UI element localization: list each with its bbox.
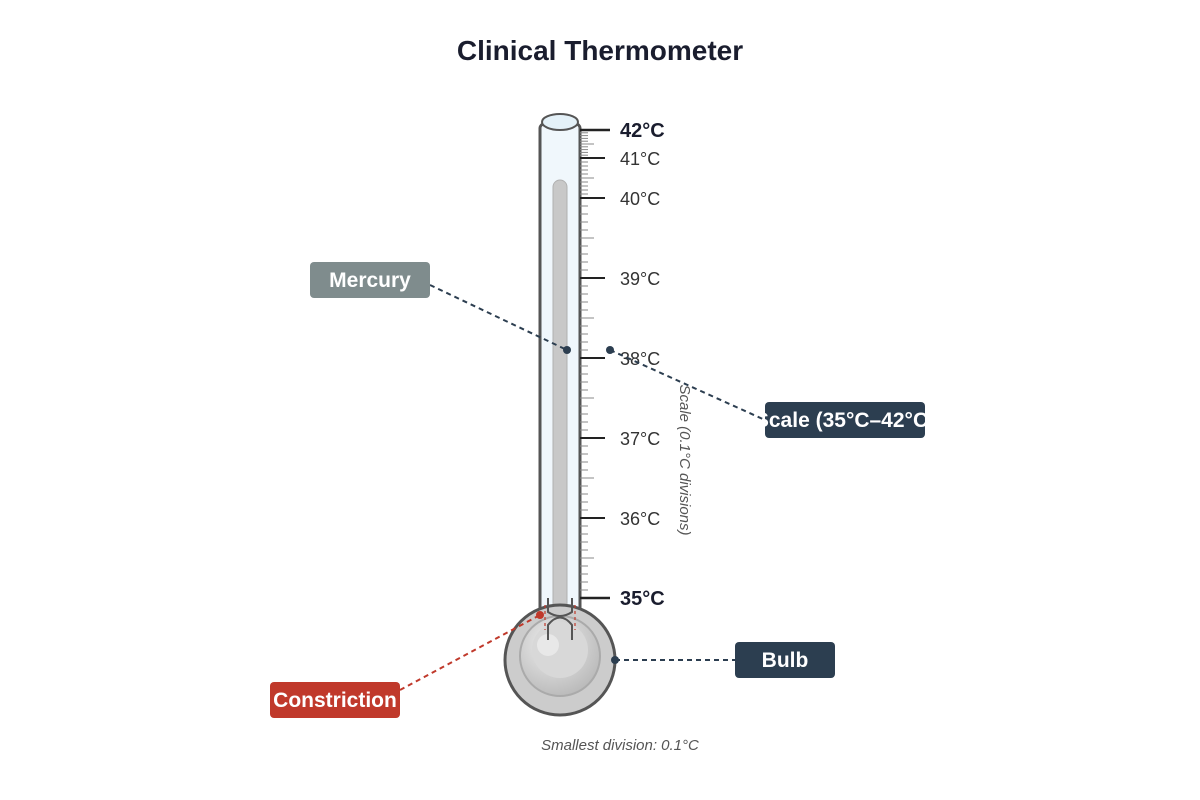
tube-cap — [541, 113, 579, 131]
callout-bulb-label: Bulb — [762, 649, 809, 672]
bulb-leader-dot — [611, 656, 619, 664]
callout-bulb: Bulb — [735, 642, 835, 678]
callout-scale-box — [765, 402, 925, 438]
scale-label-41: 41°C — [620, 149, 660, 169]
scale-labels: 42°C 41°C 40°C 39°C 38°C 37°C 36°C 35°C — [620, 120, 665, 610]
scale-label-38: 38°C — [620, 349, 660, 369]
callout-bulb-box — [735, 642, 835, 678]
callout-mercury: Mercury — [310, 262, 430, 298]
scale-label-39: 39°C — [620, 269, 660, 289]
callout-constriction-box — [270, 682, 400, 718]
scale-label-37: 37°C — [620, 429, 660, 449]
constriction-neck-top — [547, 598, 573, 617]
leader-lines — [399, 284, 766, 691]
constriction-leader-dot — [536, 611, 544, 619]
mercury-leader — [429, 284, 568, 351]
scale-label-42: 42°C — [620, 120, 665, 142]
mercury-column — [552, 179, 568, 621]
callout-mercury-label: Mercury — [329, 269, 411, 292]
callout-scale-label: Scale (35°C–42°C) — [755, 409, 935, 432]
mercury-leader-dot — [563, 346, 571, 354]
scale-label-35: 35°C — [620, 588, 665, 610]
footnote: Smallest division: 0.1°C — [541, 737, 699, 754]
constriction-marker — [544, 605, 576, 630]
callout-scale: Scale (35°C–42°C) — [755, 402, 935, 438]
bulb-highlight — [537, 634, 559, 656]
callout-constriction-label: Constriction — [273, 689, 397, 712]
scale-ticks — [580, 128, 610, 600]
scale-label-40: 40°C — [620, 189, 660, 209]
constriction-neck-bottom — [547, 616, 573, 640]
page-title: Clinical Thermometer — [457, 35, 743, 66]
callout-mercury-box — [310, 262, 430, 298]
scale-leader-dot — [606, 346, 614, 354]
callout-constriction: Constriction — [270, 682, 400, 718]
bulb — [503, 603, 617, 717]
scale-label-36: 36°C — [620, 509, 660, 529]
constriction — [544, 598, 576, 640]
scale-leader — [609, 349, 766, 421]
scale-side-note: Scale (0.1°C divisions) — [676, 384, 693, 535]
